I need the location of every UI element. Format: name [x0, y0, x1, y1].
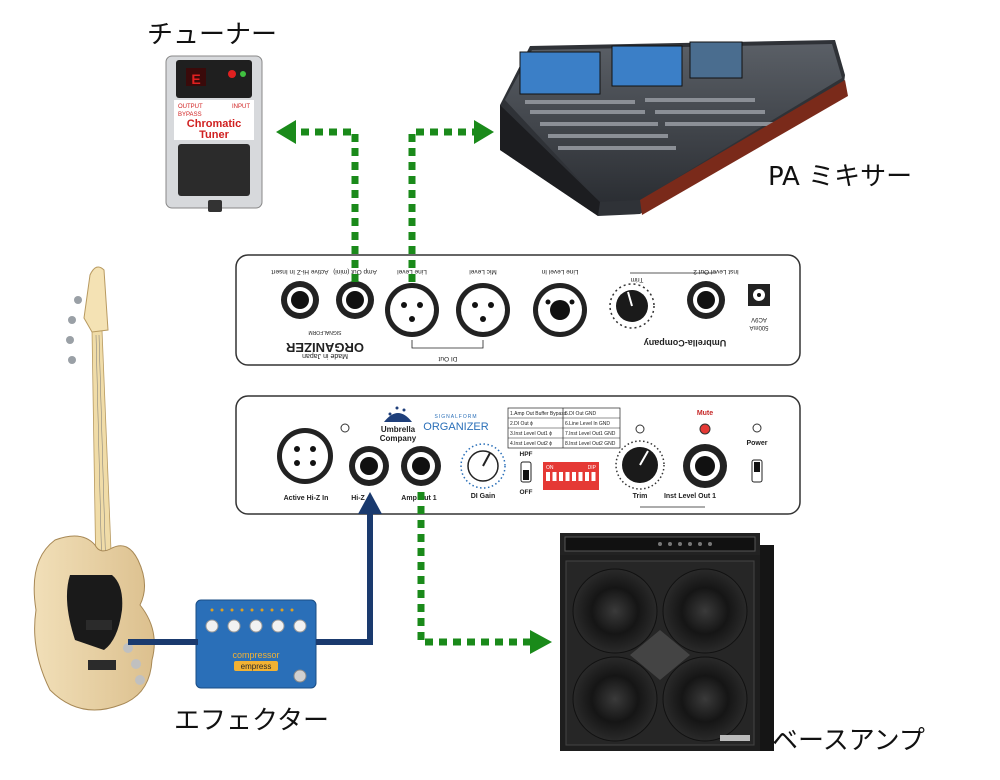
rear-power-rating-2: 500mA: [749, 324, 768, 330]
logo-line1: Umbrella: [381, 425, 416, 434]
dip-row-2-b: 6.Line Level In GND: [565, 421, 610, 427]
bass-guitar: [33, 266, 155, 711]
dip-row-4-b: 8.Inst Level Out2 GND: [565, 441, 616, 447]
di-gain-knob[interactable]: [460, 443, 506, 489]
dip-row-1-b: 5.DI Out GND: [565, 411, 597, 417]
dip-switch[interactable]: ON DIP: [543, 462, 599, 490]
tuner-input-text: INPUT: [232, 104, 250, 110]
front-hiz-label: Hi-Z: [351, 495, 365, 502]
rear-jack-label-6: Trim: [631, 276, 644, 283]
tuner-label: チューナー: [147, 20, 278, 50]
front-xlr-label: Active Hi-Z In: [284, 495, 329, 502]
dip-row-2-a: 2.DI Out ϕ: [510, 421, 533, 427]
rear-brand: ORGANIZER: [285, 340, 364, 355]
green-signal-paths: [290, 128, 530, 646]
front-inst-out1-label: Inst Level Out 1: [664, 493, 716, 500]
dip-row-1-a: 1.Amp Out Buffer Bypass: [510, 411, 567, 417]
bass-amp: [560, 533, 774, 751]
dip-row-3-b: 7.Inst Level Out1 GND: [565, 431, 616, 437]
front-amp-out-jack: [401, 446, 441, 486]
tuner-model-text: Tuner: [199, 129, 229, 141]
rear-trim-knob: [609, 283, 655, 329]
front-trim-label: Trim: [633, 493, 648, 500]
hpf-off-label: OFF: [520, 489, 533, 496]
arrow-to-hiz: [358, 492, 382, 514]
di-gain-label: DI Gain: [471, 493, 496, 500]
umbrella-company-logo: Umbrella Company: [380, 406, 417, 443]
front-trim-knob[interactable]: [615, 440, 665, 490]
front-brand-small: SIGNALFORM: [434, 414, 477, 420]
mute-label: Mute: [697, 410, 713, 417]
dip-row-3-a: 3.Inst Level Out1 ϕ: [510, 431, 552, 437]
rear-jack-label-2: Amp Out (mini): [333, 268, 377, 275]
front-inst-out1-jack: [683, 444, 727, 488]
front-active-hiz-xlr: [277, 428, 333, 484]
rear-line-in-combo: [533, 283, 587, 337]
rear-di-out-label: DI Out: [438, 355, 457, 362]
blue-signal-path: [128, 512, 373, 645]
dip-row-4-a: 4.Inst Level Out2 ϕ: [510, 441, 552, 447]
front-brand: ORGANIZER: [423, 421, 488, 433]
compressor-name: compressor: [232, 650, 279, 660]
rear-power-rating-1: AC9V: [751, 316, 767, 322]
tuner-output-text: OUTPUT: [178, 104, 203, 110]
hpf-label: HPF: [520, 451, 533, 458]
arrow-to-tuner: [276, 120, 296, 144]
compressor-pedal: compressor empress: [195, 599, 317, 689]
hpf-switch[interactable]: [520, 461, 532, 483]
rear-panel: Active Hi-Z In Insert Amp Out (mini) Lin…: [235, 254, 801, 366]
rear-amp-out-jack: [336, 281, 374, 319]
power-switch[interactable]: [751, 459, 763, 483]
svg-text:E: E: [191, 71, 200, 87]
mute-led: [699, 423, 711, 435]
rear-jack-label-5: Line Level In: [541, 268, 578, 275]
pa-mixer-label: PA ミキサー: [768, 162, 913, 192]
rear-jack-label-1: Active Hi-Z In Insert: [271, 268, 328, 275]
logo-line2: Company: [380, 434, 417, 443]
rear-jack-label-4: Mic Level: [469, 268, 497, 275]
front-hiz-jack: [349, 446, 389, 486]
rear-dc-jack: [748, 284, 770, 306]
compressor-brand: empress: [241, 662, 272, 671]
bass-amp-label: ベースアンプ: [772, 726, 925, 756]
tuner-pedal: E OUTPUT BYPASS INPUT Chromatic Tuner: [165, 55, 263, 212]
effector-label: エフェクター: [174, 706, 329, 736]
rear-company: Umbrella-Company: [644, 338, 727, 348]
dip-table: 1.Amp Out Buffer Bypass 5.DI Out GND 2.D…: [507, 407, 621, 449]
arrow-to-mixer: [474, 120, 494, 144]
dip-label-text: DIP: [588, 465, 597, 471]
power-label: Power: [746, 440, 767, 447]
rear-jack-label-3: Line Level: [397, 268, 427, 275]
rear-line-level-xlr: [385, 283, 439, 337]
tuner-bypass-text: BYPASS: [178, 112, 202, 118]
rear-mic-level-xlr: [456, 283, 510, 337]
front-panel: Active Hi-Z In Hi-Z Amp Out 1 Umbrella C…: [235, 395, 801, 515]
rear-brand-small: SIGNALFORM: [308, 329, 341, 335]
rear-made-in: Made in Japan: [302, 352, 348, 359]
rear-jack-label-7: Inst Level Out 2: [693, 268, 739, 275]
arrow-to-amp: [530, 630, 552, 654]
tuner-brand-text: Chromatic: [187, 118, 241, 130]
dip-on-text: ON: [546, 465, 554, 471]
rear-inst-out2-jack: [687, 281, 725, 319]
pa-mixer: [500, 40, 848, 216]
rear-hiz-insert-jack: [281, 281, 319, 319]
